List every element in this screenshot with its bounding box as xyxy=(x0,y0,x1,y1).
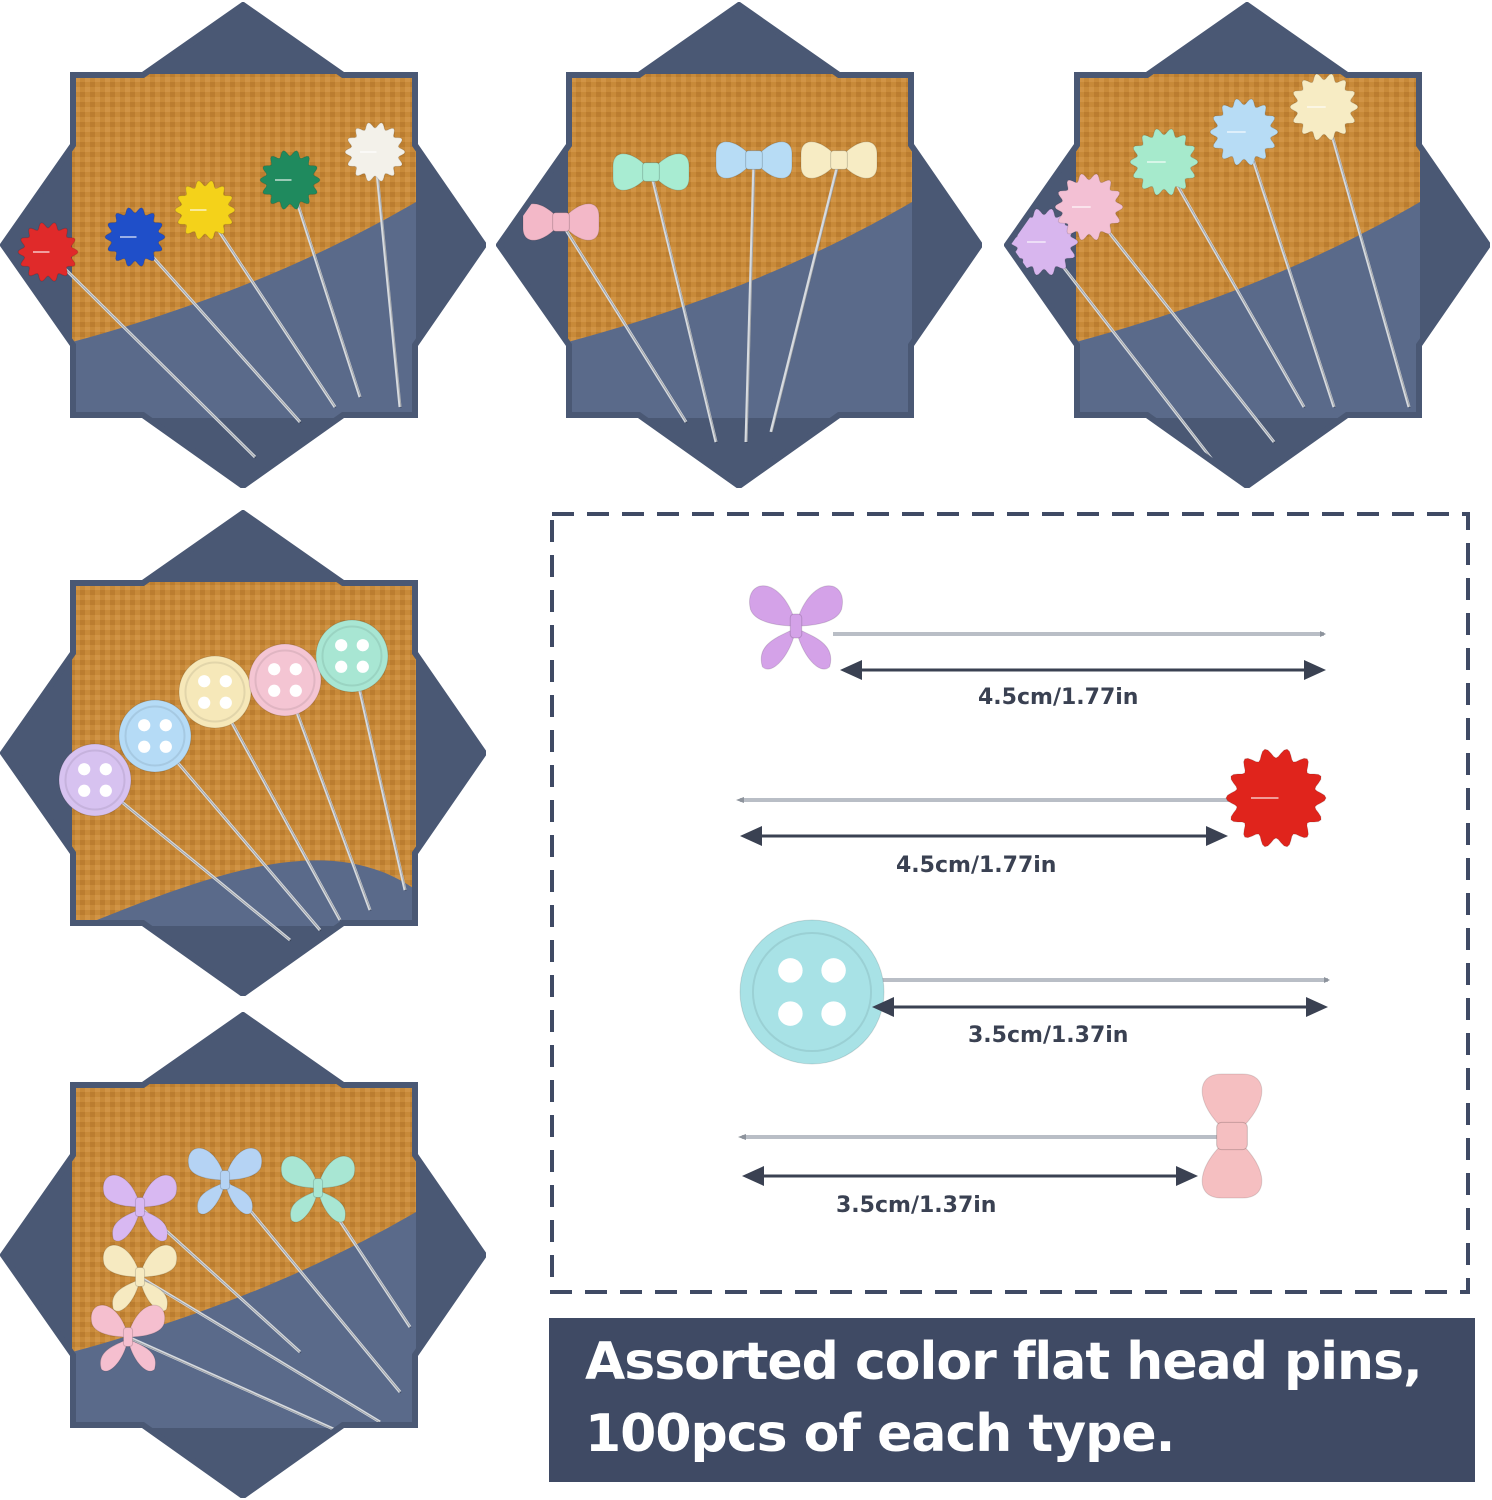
size-row-butterfly: 4.5cm/1.77in xyxy=(749,585,1326,710)
star-frame xyxy=(0,2,486,488)
photo-tile-flower-pins-bright xyxy=(0,2,486,488)
pin xyxy=(248,643,372,912)
pin xyxy=(104,207,302,424)
button-head-icon xyxy=(739,919,885,1065)
pin xyxy=(1209,98,1336,409)
pin xyxy=(259,150,362,399)
fabric xyxy=(568,74,912,342)
pin xyxy=(612,153,718,444)
pin xyxy=(315,619,407,892)
pin xyxy=(102,1174,302,1354)
pin xyxy=(344,122,406,409)
caption-banner: Assorted color flat head pins, 100pcs of… xyxy=(549,1318,1475,1482)
pin xyxy=(178,655,342,922)
size-guide-drawing: 4.5cm/1.77in 4.5cm/1.77in 3.5cm/1.37in xyxy=(550,512,1470,1294)
pin xyxy=(1129,128,1306,409)
pin xyxy=(280,1155,412,1329)
photo-tile-butterfly-pins-pastel xyxy=(0,1012,486,1498)
pin xyxy=(715,141,793,444)
pin xyxy=(58,743,292,942)
pin xyxy=(1054,173,1276,444)
butterfly-head-icon xyxy=(749,585,843,670)
size-row-button: 3.5cm/1.37in xyxy=(739,919,1330,1065)
photo-tile-bow-pins-pastel xyxy=(496,2,982,488)
pin xyxy=(90,1304,342,1434)
pin xyxy=(174,180,337,409)
banner-line-1: Assorted color flat head pins, xyxy=(585,1332,1423,1392)
size-row-flower: 4.5cm/1.77in xyxy=(736,748,1327,878)
length-label: 3.5cm/1.37in xyxy=(836,1193,996,1218)
fabric xyxy=(72,1084,416,1352)
pin xyxy=(1009,208,1216,464)
banner-line-2: 100pcs of each type. xyxy=(585,1404,1175,1464)
flower-head-icon xyxy=(1225,748,1327,848)
star-frame xyxy=(1004,2,1490,488)
pin xyxy=(522,203,688,424)
length-label: 3.5cm/1.37in xyxy=(968,1023,1128,1048)
pin xyxy=(17,222,257,459)
pin xyxy=(1289,73,1411,409)
photo-tile-button-pins-pastel xyxy=(0,510,486,996)
dashed-border xyxy=(550,512,1470,1294)
pin xyxy=(769,141,878,434)
fabric xyxy=(72,74,416,342)
length-label: 4.5cm/1.77in xyxy=(896,853,1056,878)
pin xyxy=(187,1147,402,1394)
length-label: 4.5cm/1.77in xyxy=(978,685,1138,710)
pin xyxy=(118,699,322,932)
size-row-bow: 3.5cm/1.37in xyxy=(738,1073,1263,1218)
star-frame xyxy=(0,510,486,996)
star-frame xyxy=(0,1012,486,1498)
size-guide-panel: 4.5cm/1.77in 4.5cm/1.77in 3.5cm/1.37in xyxy=(548,510,1472,1296)
photo-tile-flower-pins-pastel xyxy=(1004,2,1490,488)
star-frame xyxy=(496,2,982,488)
bow-head-icon xyxy=(1201,1073,1263,1199)
pin xyxy=(102,1244,382,1424)
